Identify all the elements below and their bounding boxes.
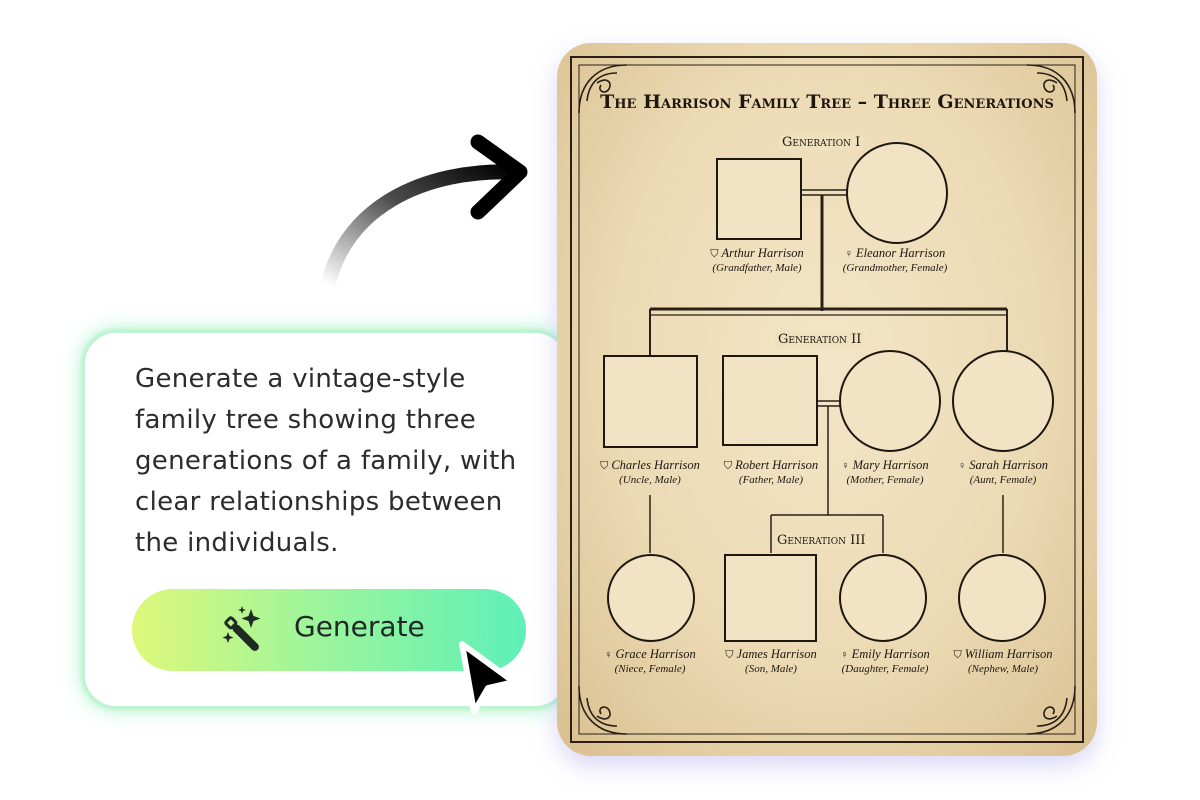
family-tree-image: The Harrison Family Tree – Three Generat… [557, 43, 1097, 756]
male-symbol-icon: ⛉ [600, 460, 609, 472]
portrait-frame [958, 554, 1046, 642]
person-name: Arthur Harrison [721, 246, 804, 260]
person-role: (Son, Male) [745, 663, 797, 675]
generate-button-label: Generate [294, 610, 425, 643]
person-label: ⛉William Harrison (Nephew, Male) [953, 647, 1052, 675]
person-name: Mary Harrison [852, 458, 929, 472]
portrait-frame [716, 158, 802, 240]
person-label: ⛉Charles Harrison (Uncle, Male) [600, 458, 700, 486]
person-role: (Father, Male) [738, 474, 804, 486]
tree-connectors [649, 189, 1008, 553]
portrait-frame [839, 350, 941, 452]
male-symbol-icon: ⛉ [710, 248, 719, 260]
female-symbol-icon: ♀ [957, 460, 967, 472]
portrait-frame [722, 355, 818, 446]
person-label: ♀Grace Harrison (Niece, Female) [604, 647, 695, 675]
person-name: Eleanor Harrison [855, 246, 946, 260]
person-role: (Aunt, Female) [969, 474, 1037, 486]
person-name: Robert Harrison [735, 458, 819, 472]
male-symbol-icon: ⛉ [723, 460, 733, 472]
person-label: ♀Mary Harrison (Mother, Female) [841, 458, 928, 486]
male-symbol-icon: ⛉ [725, 649, 734, 661]
person-role: (Nephew, Male) [967, 663, 1039, 675]
person-label: ♀Sarah Harrison (Aunt, Female) [958, 458, 1048, 486]
person-role: (Daughter, Female) [841, 663, 929, 675]
prompt-card: Generate a vintage-style family tree sho… [82, 330, 569, 709]
mouse-pointer-icon [459, 641, 517, 715]
generation-label: Generation I [779, 135, 864, 150]
generate-button[interactable]: Generate [132, 589, 526, 671]
female-symbol-icon: ♀ [840, 649, 849, 661]
inner-border [578, 64, 1076, 735]
person-name: Charles Harrison [611, 458, 700, 472]
person-label: ⛉Arthur Harrison (Grandfather, Male) [710, 246, 804, 274]
female-symbol-icon: ♀ [604, 649, 613, 661]
portrait-frame [607, 554, 695, 642]
person-name: William Harrison [964, 647, 1053, 661]
person-label: ⛉James Harrison (Son, Male) [725, 647, 816, 675]
portrait-frame [952, 350, 1054, 452]
person-label: ♀Emily Harrison (Daughter, Female) [840, 647, 929, 675]
generation-label: Generation II [775, 332, 865, 347]
corner-ornament [578, 64, 1076, 735]
female-symbol-icon: ♀ [844, 248, 853, 260]
portrait-frame [603, 355, 698, 448]
prompt-text: Generate a vintage-style family tree sho… [135, 364, 517, 558]
portrait-frame [724, 554, 817, 642]
person-role: (Grandfather, Male) [712, 262, 802, 274]
person-role: (Niece, Female) [614, 663, 686, 675]
person-name: James Harrison [736, 647, 817, 661]
person-name: Sarah Harrison [969, 458, 1049, 472]
outer-border [570, 56, 1084, 743]
tree-title: The Harrison Family Tree – Three Generat… [600, 91, 1054, 113]
person-label: ⛉Robert Harrison (Father, Male) [724, 458, 818, 486]
person-role: (Mother, Female) [846, 474, 924, 486]
person-role: (Grandmother, Female) [842, 262, 948, 274]
family-tree-drawing [570, 56, 1084, 743]
female-symbol-icon: ♀ [841, 460, 850, 472]
generation-label: Generation III [774, 533, 869, 548]
person-name: Emily Harrison [851, 647, 930, 661]
male-symbol-icon: ⛉ [953, 649, 962, 661]
person-role: (Uncle, Male) [619, 474, 681, 486]
curved-arrow-icon [320, 134, 528, 293]
person-label: ♀Eleanor Harrison (Grandmother, Female) [843, 246, 947, 274]
magic-wand-icon [222, 606, 261, 651]
portrait-frame [839, 554, 927, 642]
portrait-frame [846, 142, 948, 244]
person-name: Grace Harrison [615, 647, 696, 661]
